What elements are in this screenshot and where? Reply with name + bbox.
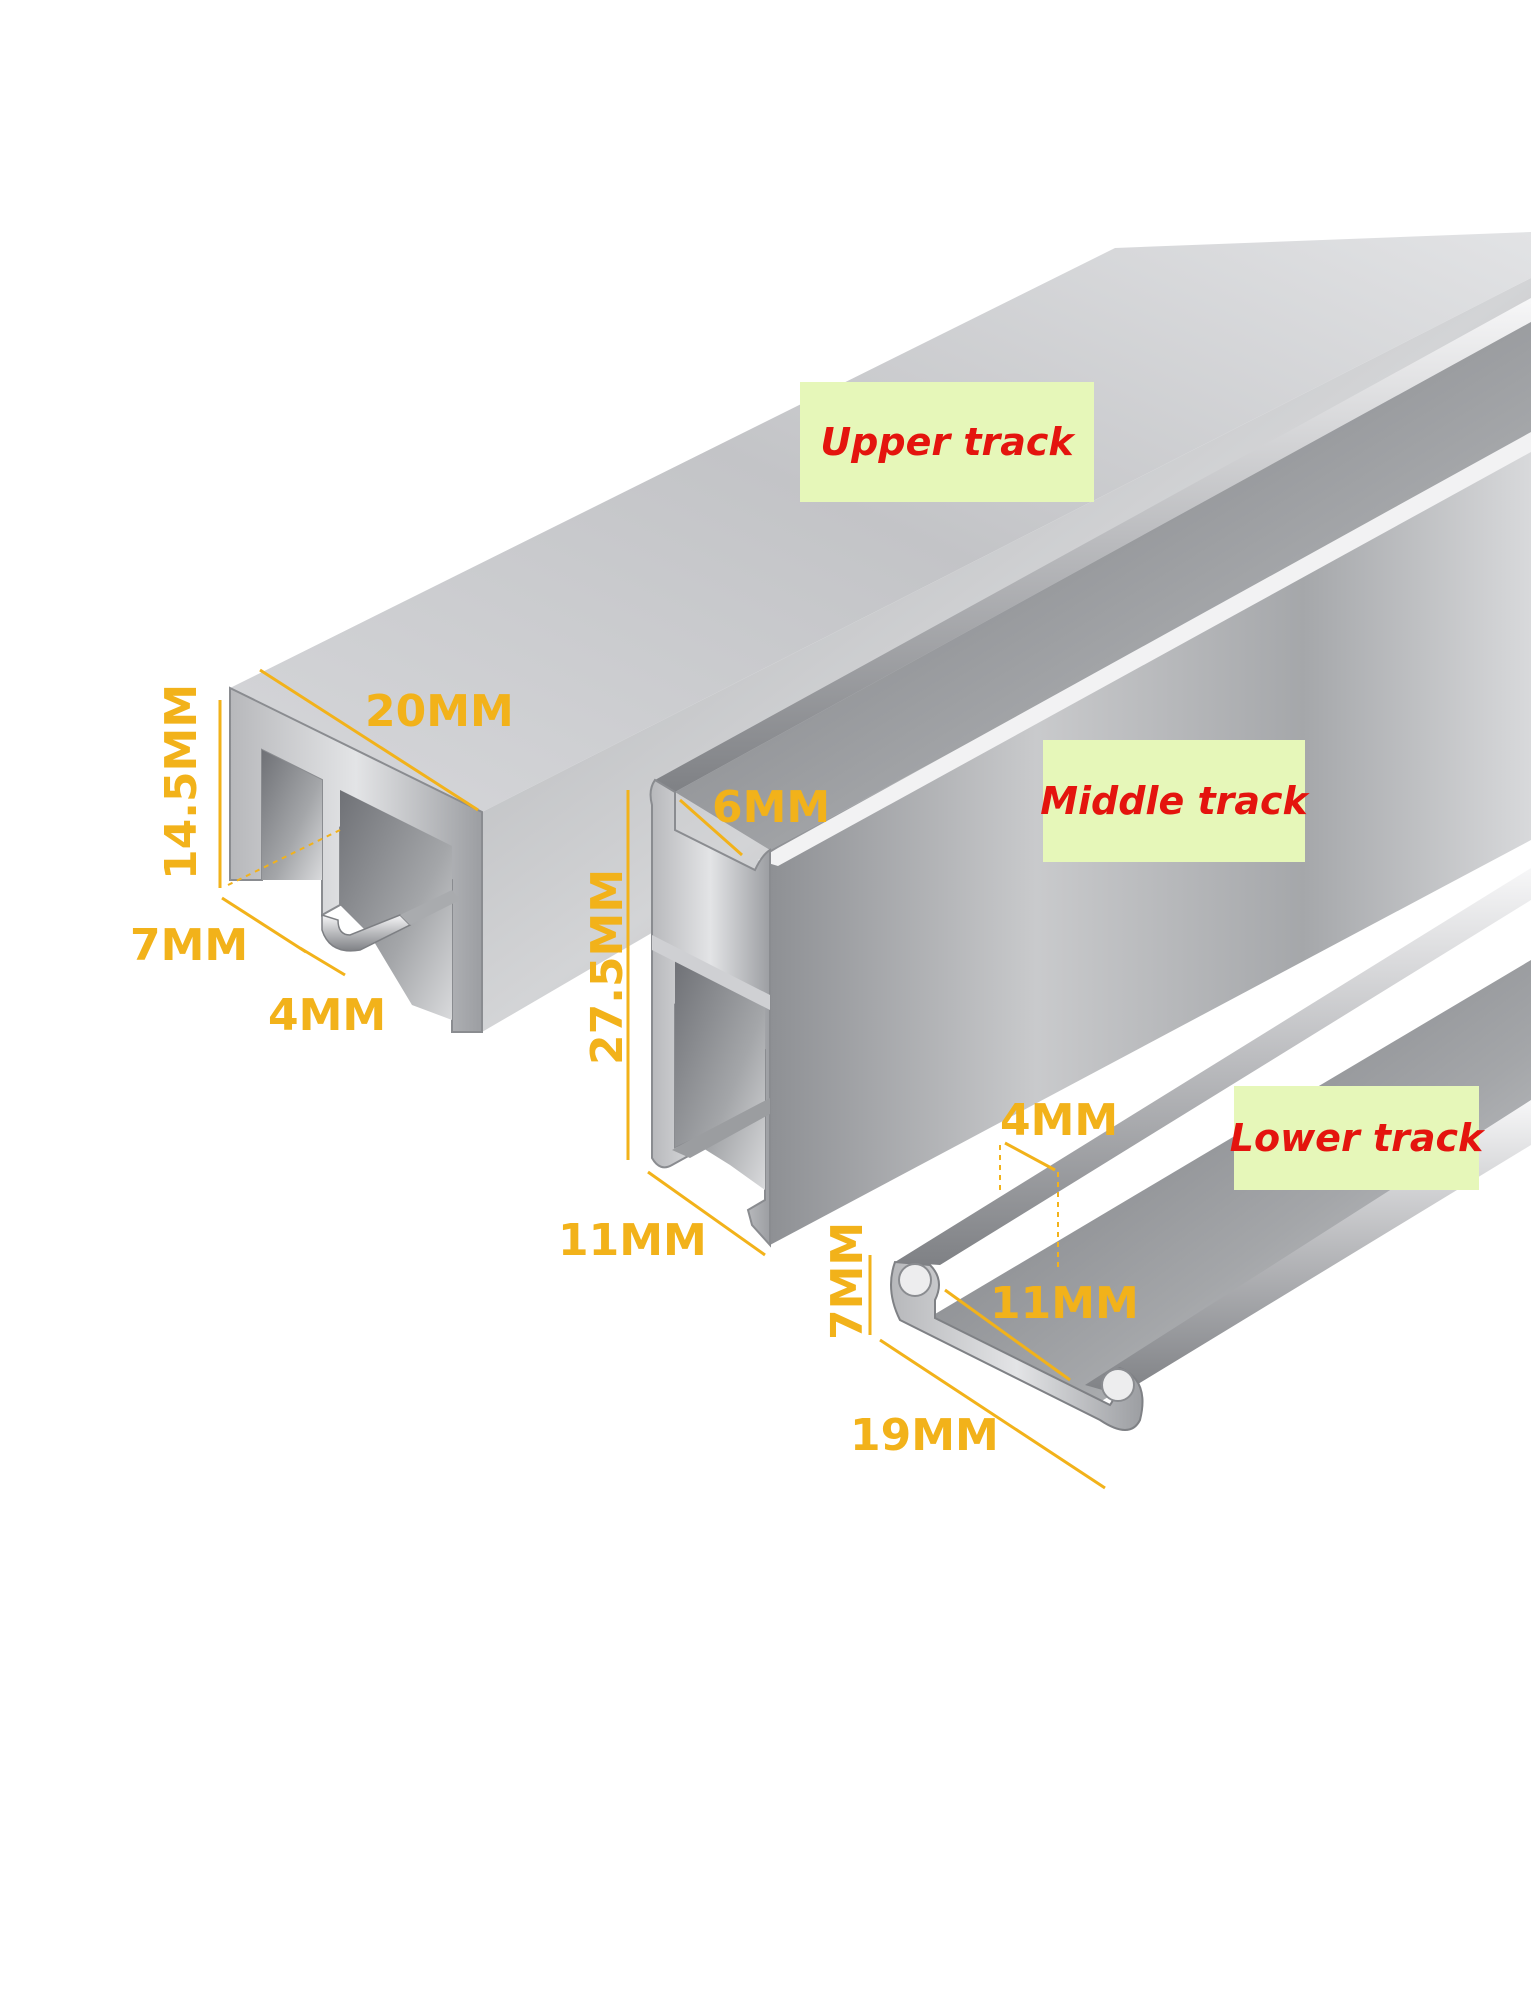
- dimension-guides: [227, 829, 1059, 1272]
- lower-track-left-hook: [898, 1263, 932, 1297]
- dim-upper-slot: 7MM: [130, 920, 248, 971]
- dim-lower-lip: 4MM: [1000, 1095, 1118, 1146]
- dim-middle-gap: 6MM: [712, 782, 830, 833]
- middle-track-cavity: [675, 960, 765, 1190]
- dim-line-lower-width: [879, 1338, 1106, 1490]
- middle-track-top-rail: [655, 298, 1531, 792]
- upper-track-lip-run: [400, 890, 460, 925]
- lower-track-label: Lower track: [1230, 1086, 1483, 1190]
- dim-line-middle-width: [647, 1170, 766, 1257]
- dim-upper-width: 20MM: [365, 686, 514, 737]
- dim-middle-width: 11MM: [558, 1215, 707, 1266]
- dim-lower-height: 7MM: [822, 1222, 873, 1340]
- lower-track: [890, 868, 1531, 1431]
- dim-upper-lip: 4MM: [268, 990, 386, 1041]
- middle-track-label: Middle track: [1040, 740, 1308, 862]
- dimension-lines: [218, 668, 1106, 1490]
- dim-line-lower-lip: [1004, 1141, 1056, 1172]
- upper-track-top-face: [230, 232, 1531, 812]
- dim-line-upper-slot: [221, 896, 307, 954]
- lower-track-base: [925, 960, 1531, 1405]
- dim-line-upper-width: [259, 668, 479, 812]
- middle-track-rim: [758, 432, 1531, 866]
- upper-track-cavity-right: [340, 790, 452, 1020]
- middle-track-bottom-lip: [672, 1098, 770, 1158]
- dim-lower-inner: 11MM: [990, 1278, 1139, 1329]
- middle-track-channel: [675, 322, 1531, 850]
- dimension-texts: 20MM 14.5MM 7MM 4MM 6MM 27.5MM 11MM 4MM …: [130, 684, 1139, 1461]
- dim-line-upper-lip: [299, 946, 346, 977]
- lower-track-far-rail: [895, 868, 1531, 1265]
- middle-track-crossbar: [652, 935, 770, 1010]
- upper-track-cavity-left: [262, 750, 322, 880]
- upper-track-label: Upper track: [800, 382, 1094, 502]
- dim-line-lower-inner: [944, 1288, 1071, 1382]
- dim-line-middle-gap: [679, 798, 743, 857]
- lower-track-right-hook: [1101, 1368, 1135, 1402]
- dim-lower-width: 19MM: [850, 1410, 999, 1461]
- dim-upper-height: 14.5MM: [156, 684, 207, 880]
- dim-middle-height: 27.5MM: [582, 869, 633, 1065]
